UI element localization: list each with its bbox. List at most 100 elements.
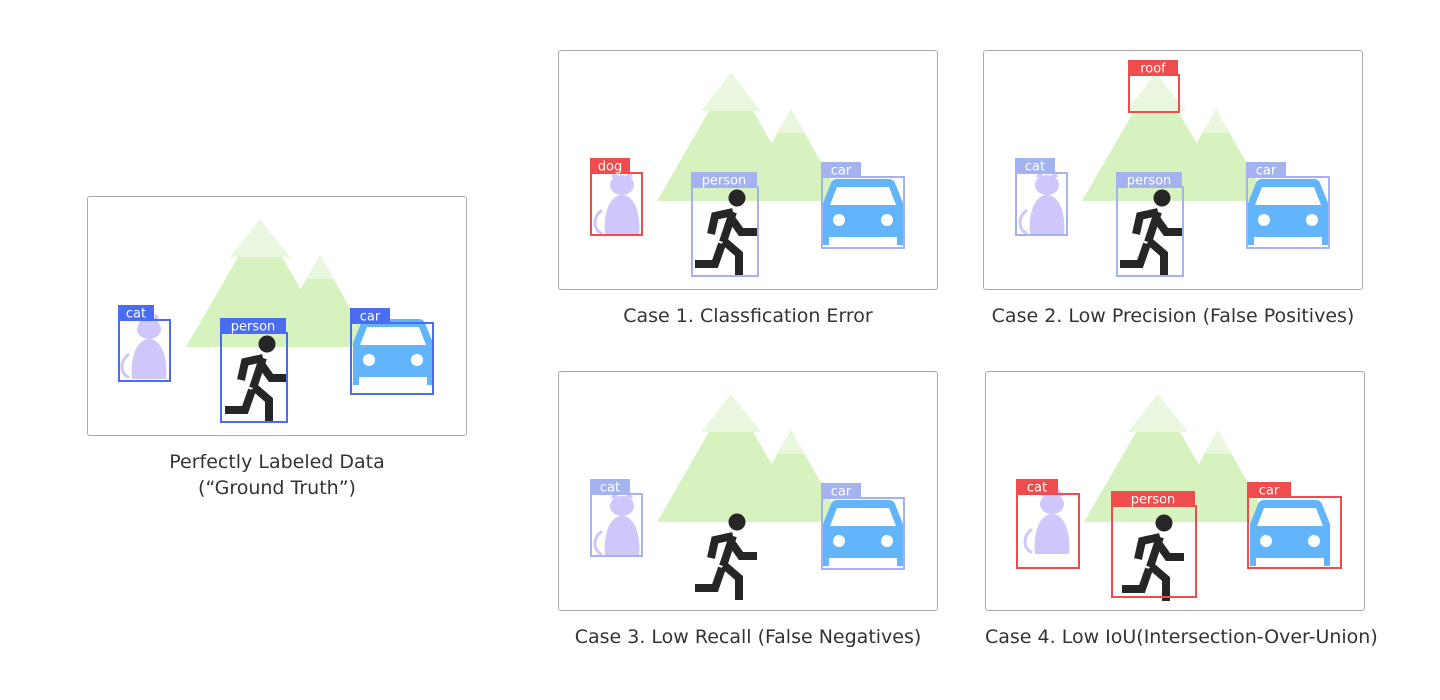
person-icon	[1120, 189, 1182, 276]
small-mountain-peak	[1203, 109, 1230, 133]
label-tag	[1246, 162, 1286, 178]
case-1-caption: Case 1. Classfication Error	[558, 303, 938, 329]
label-tag	[1015, 158, 1055, 174]
small-mountain-peak	[778, 430, 805, 454]
label-tag	[1116, 172, 1182, 188]
cat-tail	[1018, 209, 1028, 235]
mountains	[1082, 73, 1268, 201]
person-leg-front	[1146, 237, 1168, 276]
car-windshield	[1257, 508, 1323, 526]
label-text: car	[1259, 484, 1280, 499]
mountains	[657, 73, 843, 201]
car-headlight-left	[1258, 214, 1270, 226]
label-text: cat	[1025, 160, 1045, 175]
cat-icon	[1018, 169, 1065, 235]
car-headlight-left	[833, 214, 845, 226]
small-mountain	[739, 430, 843, 522]
person-icon	[695, 189, 757, 276]
car-headlight-right	[1308, 535, 1320, 547]
ground-truth-caption-line-1: Perfectly Labeled Data	[169, 451, 385, 473]
label-tag	[1128, 60, 1178, 76]
car-windshield	[360, 327, 426, 345]
small-mountain	[268, 255, 372, 347]
detection-1: person	[1111, 491, 1197, 598]
big-mountain-peak	[1126, 73, 1186, 111]
case-2-caption: Case 2. Low Precision (False Positives)	[983, 303, 1363, 329]
car-windshield	[830, 187, 896, 205]
detection-2: person	[1116, 172, 1184, 277]
small-mountain-peak	[307, 255, 334, 279]
person-arm-back	[1134, 533, 1161, 560]
label-tag	[118, 305, 154, 321]
bounding-box	[821, 497, 905, 570]
person-arm-back	[707, 532, 734, 559]
cat-head	[137, 319, 161, 339]
cat-tail	[593, 530, 603, 556]
detection-3: car	[1246, 162, 1330, 249]
person-arm-back	[707, 208, 734, 235]
detection-0: roof	[1128, 60, 1180, 113]
car-windshield	[830, 508, 896, 526]
cat-icon	[120, 313, 167, 379]
cat-body	[1029, 195, 1065, 235]
cat-head	[1035, 175, 1059, 195]
mountains	[657, 394, 843, 522]
small-mountain-peak	[1205, 430, 1232, 454]
label-tag	[821, 162, 861, 178]
car-icon	[823, 500, 903, 566]
person-leg-front	[721, 561, 743, 600]
label-tag	[1111, 491, 1195, 507]
label-text: person	[1131, 493, 1176, 508]
case-3-caption: Case 3. Low Recall (False Negatives)	[558, 624, 938, 650]
person-torso	[1144, 210, 1162, 244]
person-leg-back	[1120, 242, 1151, 268]
label-text: dog	[598, 160, 622, 175]
detection-0: cat	[590, 479, 643, 557]
case-2-caption-line: Case 2. Low Precision (False Positives)	[991, 305, 1355, 327]
ground-truth-caption-line-2: (“Ground Truth”)	[198, 477, 356, 499]
label-tag	[821, 483, 861, 499]
person-arm-front	[1154, 540, 1184, 561]
detection-0: cat	[118, 305, 171, 382]
case-4-caption-line: Case 4. Low IoU(Intersection-Over-Union)	[985, 626, 1378, 648]
case-1-caption-line: Case 1. Classfication Error	[623, 305, 873, 327]
car-headlight-right	[881, 535, 893, 547]
case-3-caption-line: Case 3. Low Recall (False Negatives)	[574, 626, 922, 648]
detection-1: person	[691, 172, 759, 277]
bounding-box	[350, 322, 434, 395]
person-torso	[719, 534, 737, 568]
person-head	[1153, 189, 1171, 207]
detection-2: car	[821, 162, 905, 249]
person-leg-front	[721, 237, 743, 276]
case-4-caption: Case 4. Low IoU(Intersection-Over-Union)	[985, 624, 1378, 650]
label-tag	[590, 158, 630, 174]
detection-2: car	[350, 308, 434, 395]
person-leg-back	[695, 242, 726, 268]
label-text: cat	[600, 481, 620, 496]
detection-2: car	[1247, 482, 1342, 569]
person-arm-front	[727, 215, 757, 236]
label-tag	[691, 172, 757, 188]
cat-tail	[593, 209, 603, 235]
big-mountain-peak	[1128, 394, 1188, 432]
car-icon	[353, 319, 433, 385]
big-mountain-peak	[701, 73, 761, 111]
cat-body	[604, 516, 640, 556]
person-leg-back	[1122, 567, 1153, 593]
person-arm-back	[237, 354, 264, 381]
label-tag	[1016, 479, 1058, 495]
car-icon	[1248, 179, 1328, 245]
cat-head	[610, 496, 634, 516]
label-text: car	[360, 310, 381, 325]
case-2-panel: roof cat person car	[983, 50, 1363, 290]
car-headlight-left	[1260, 535, 1272, 547]
cat-tail	[1023, 528, 1033, 554]
cat-head	[610, 175, 634, 195]
label-text: car	[1256, 164, 1277, 179]
person-icon	[1122, 514, 1184, 601]
cat-icon	[593, 490, 640, 556]
small-mountain-peak	[778, 109, 805, 133]
